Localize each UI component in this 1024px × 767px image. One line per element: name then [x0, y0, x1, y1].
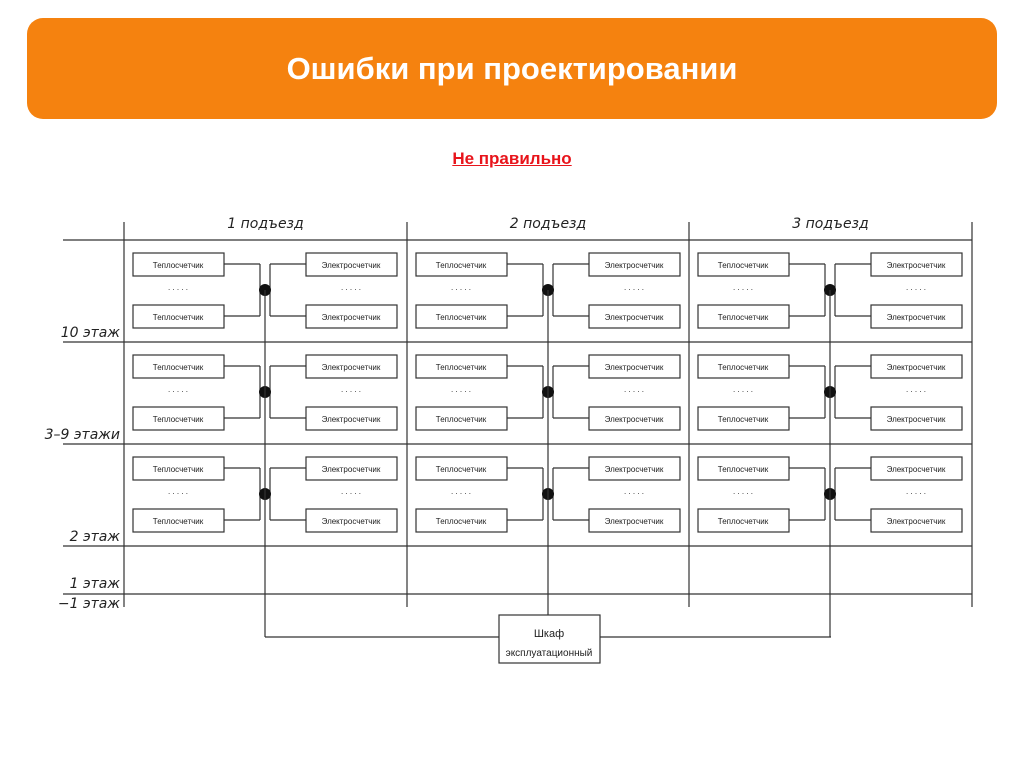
- electric-meter-label: Электросчетчик: [322, 465, 381, 474]
- heat-meter-label: Теплосчетчик: [436, 313, 487, 322]
- ellipsis: . . . . .: [624, 385, 644, 394]
- floor-label: 1 этаж: [70, 576, 121, 592]
- electric-meter-label: Электросчетчик: [887, 415, 946, 424]
- heat-meter-label: Теплосчетчик: [436, 363, 487, 372]
- cabinet-box: [498, 614, 601, 664]
- electric-meter-label: Электросчетчик: [322, 313, 381, 322]
- electric-meter-label: Электросчетчик: [322, 261, 381, 270]
- heat-meter-label: Теплосчетчик: [436, 465, 487, 474]
- electric-meter-label: Электросчетчик: [605, 415, 664, 424]
- ellipsis: . . . . .: [906, 283, 926, 292]
- ellipsis: . . . . .: [733, 283, 753, 292]
- entrance-label: 1 подъезд: [227, 216, 303, 232]
- ellipsis: . . . . .: [168, 283, 188, 292]
- electric-meter-label: Электросчетчик: [887, 313, 946, 322]
- electric-meter-label: Электросчетчик: [605, 465, 664, 474]
- heat-meter-label: Теплосчетчик: [153, 517, 204, 526]
- ellipsis: . . . . .: [906, 385, 926, 394]
- electric-meter-label: Электросчетчик: [887, 517, 946, 526]
- heat-meter-label: Теплосчетчик: [153, 363, 204, 372]
- ellipsis: . . . . .: [341, 385, 361, 394]
- ellipsis: . . . . .: [341, 283, 361, 292]
- cabinet-label: Шкаф: [534, 628, 564, 640]
- ellipsis: . . . . .: [168, 487, 188, 496]
- ellipsis: . . . . .: [624, 487, 644, 496]
- ellipsis: . . . . .: [341, 487, 361, 496]
- heat-meter-label: Теплосчетчик: [718, 261, 769, 270]
- heat-meter-label: Теплосчетчик: [718, 363, 769, 372]
- electric-meter-label: Электросчетчик: [887, 261, 946, 270]
- electric-meter-label: Электросчетчик: [887, 465, 946, 474]
- heat-meter-label: Теплосчетчик: [436, 517, 487, 526]
- heat-meter-label: Теплосчетчик: [436, 415, 487, 424]
- electric-meter-label: Электросчетчик: [322, 415, 381, 424]
- floor-label: 2 этаж: [70, 529, 121, 545]
- ellipsis: . . . . .: [451, 487, 471, 496]
- heat-meter-label: Теплосчетчик: [436, 261, 487, 270]
- floor-label: −1 этаж: [58, 596, 121, 612]
- electric-meter-label: Электросчетчик: [605, 313, 664, 322]
- electric-meter-label: Электросчетчик: [322, 363, 381, 372]
- electric-meter-label: Электросчетчик: [322, 517, 381, 526]
- floor-label: 3–9 этажи: [45, 427, 120, 443]
- ellipsis: . . . . .: [168, 385, 188, 394]
- heat-meter-label: Теплосчетчик: [153, 261, 204, 270]
- heat-meter-label: Теплосчетчик: [718, 465, 769, 474]
- heat-meter-label: Теплосчетчик: [153, 415, 204, 424]
- entrance-label: 3 подъезд: [792, 216, 868, 232]
- ellipsis: . . . . .: [451, 283, 471, 292]
- entrance-label: 2 подъезд: [510, 216, 586, 232]
- ellipsis: . . . . .: [624, 283, 644, 292]
- heat-meter-label: Теплосчетчик: [718, 415, 769, 424]
- cabinet-label: эксплуатационный: [506, 648, 593, 659]
- subtitle: Не правильно: [0, 149, 1024, 169]
- title-banner: Ошибки при проектировании: [27, 18, 997, 119]
- subtitle-text: Не правильно: [452, 149, 572, 168]
- electric-meter-label: Электросчетчик: [605, 363, 664, 372]
- heat-meter-label: Теплосчетчик: [718, 313, 769, 322]
- ellipsis: . . . . .: [733, 385, 753, 394]
- ellipsis: . . . . .: [733, 487, 753, 496]
- ellipsis: . . . . .: [451, 385, 471, 394]
- heat-meter-label: Теплосчетчик: [718, 517, 769, 526]
- ellipsis: . . . . .: [906, 487, 926, 496]
- heat-meter-label: Теплосчетчик: [153, 313, 204, 322]
- electric-meter-label: Электросчетчик: [605, 517, 664, 526]
- electric-meter-label: Электросчетчик: [605, 261, 664, 270]
- heat-meter-label: Теплосчетчик: [153, 465, 204, 474]
- electric-meter-label: Электросчетчик: [887, 363, 946, 372]
- floor-label: 10 этаж: [61, 325, 121, 341]
- slide-title: Ошибки при проектировании: [286, 50, 738, 86]
